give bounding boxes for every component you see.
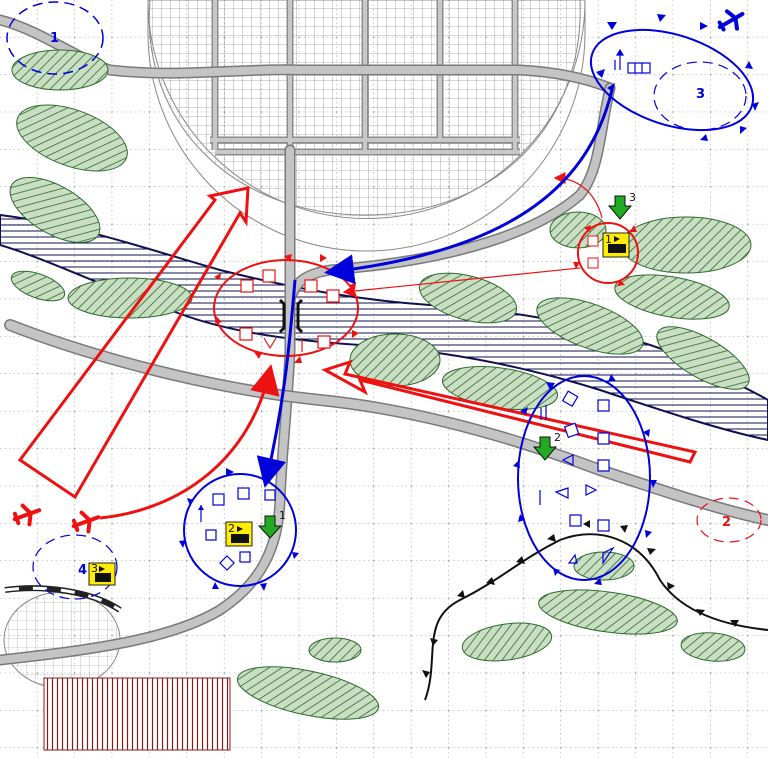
forest [620,216,752,274]
area-label: 2 [722,515,731,530]
aircraft-icon [717,9,745,32]
enemy-thin-arrow [553,172,603,219]
enemy-area-2: 2 [696,497,762,543]
aircraft-icon [71,510,101,534]
area-label: 4 [78,563,87,578]
field-area [43,677,231,751]
bridge-icon [278,298,304,334]
forest [11,49,109,91]
enemy-thin-arrow [342,267,581,298]
enemy-outpost: 1 [573,222,639,286]
aircraft-icon [12,503,42,527]
down-arrow-icon [257,515,283,539]
enemy-attack-arrows [17,186,698,500]
forest [614,274,730,320]
enemy-approach-arrow [99,364,280,520]
drop-label: 3 [629,191,636,204]
forest [16,104,128,172]
forest [656,326,750,390]
forests [9,49,752,720]
area-label: 3 [696,87,705,102]
area-label: 1 [50,31,59,46]
drop-zone-1: 1 [257,509,286,539]
drop-zone-3: 3 [607,191,636,220]
forest [418,272,518,324]
forest [536,297,644,355]
friendly-area-1: 1 [6,1,104,75]
drop-zone-2: 2 [532,431,561,461]
unit-label: 3 [91,562,98,575]
friendly-position: 2 [179,468,299,591]
forest [538,589,678,635]
village-area [3,591,121,689]
down-arrow-icon [532,436,558,461]
forest [9,176,101,244]
unit-box: 2 [225,521,253,547]
friendly-move-arrow [324,89,614,285]
unit-box: 3 [88,562,116,586]
forest [236,666,380,720]
forest [10,270,66,302]
friendly-area-4: 4 3 [32,534,118,600]
forest [461,622,553,662]
roads [0,14,768,666]
drop-label: 1 [279,509,286,522]
friendly-move-arrow [256,279,297,488]
forest [308,637,362,663]
down-arrow-icon [607,195,633,220]
drop-label: 2 [554,431,561,444]
obstacle-line [422,520,768,701]
unit-label: 1 [605,233,612,246]
unit-box: 1 [602,232,630,258]
friendly-area-3: 3 [589,14,759,141]
unit-label: 2 [228,522,235,535]
railway [4,585,122,613]
forest [680,632,746,662]
enemy-bridge-position [213,254,359,363]
friendly-defense-area [513,374,657,585]
